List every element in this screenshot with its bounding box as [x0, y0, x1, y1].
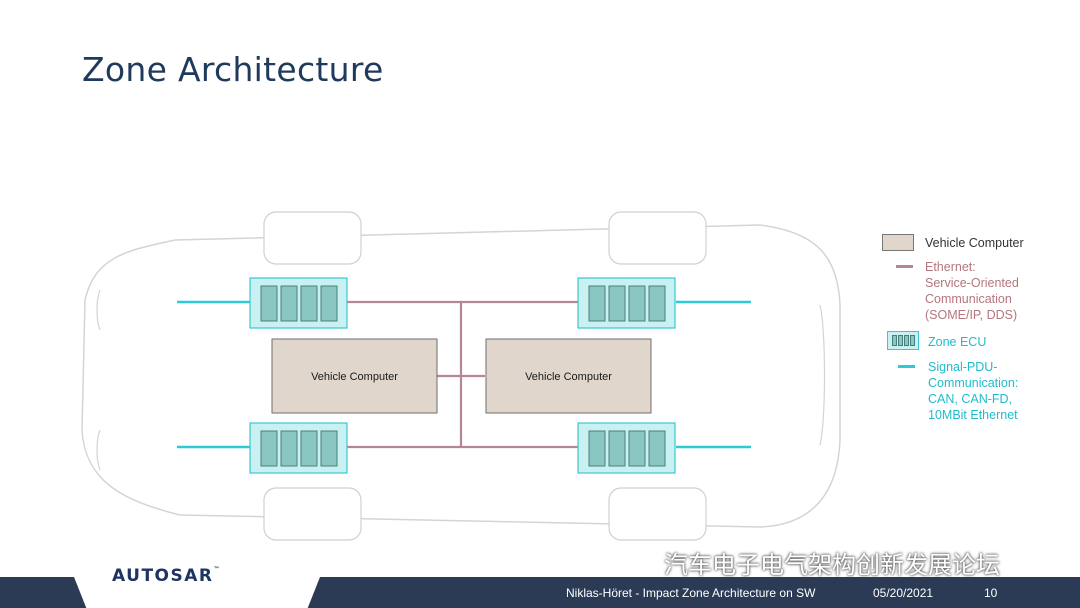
legend-signal-line-3: CAN, CAN-FD, — [928, 392, 1013, 406]
legend-ethernet-line-2: Service-Oriented — [925, 276, 1019, 290]
legend-ethernet-line — [896, 265, 913, 268]
vehicle-computer-left-label: Vehicle Computer — [311, 371, 398, 383]
ethernet-lines — [347, 300, 578, 449]
watermark-text: 汽车电子电气架构创新发展论坛 — [664, 551, 1000, 579]
legend-signal-text: Signal-PDU- Communication: CAN, CAN-FD, … — [928, 359, 1018, 423]
legend-zone-ecu-swatch — [887, 331, 919, 350]
legend-vehicle-computer-label: Vehicle Computer — [925, 236, 1024, 250]
wheel-rear-right — [608, 487, 707, 541]
vehicle-computer-right-label: Vehicle Computer — [525, 371, 612, 383]
legend-signal-line-2: Communication: — [928, 376, 1019, 390]
legend-signal-line-1: Signal-PDU- — [928, 360, 998, 374]
legend-ethernet-line-1: Ethernet: — [925, 260, 976, 274]
car-body-outline — [81, 224, 841, 528]
wheel-front-left — [263, 211, 362, 265]
signal-lines — [177, 300, 751, 449]
legend-signal-line — [898, 365, 915, 368]
zone-ecu-rear-right — [577, 422, 676, 474]
footer-page-number: 10 — [984, 586, 998, 600]
wheel-rear-left — [263, 487, 362, 541]
zone-ecu-front-left — [249, 277, 348, 329]
legend-ethernet-text: Ethernet: Service-Oriented Communication… — [925, 259, 1019, 323]
legend-vehicle-computer-swatch — [882, 234, 914, 251]
wheel-front-right — [608, 211, 707, 265]
vehicle-computer-left-box — [271, 338, 438, 414]
wechat-icon — [617, 552, 651, 573]
slide-title: Zone Architecture — [82, 50, 384, 89]
legend-zone-ecu-label: Zone ECU — [928, 335, 987, 349]
legend-ethernet-line-4: (SOME/IP, DDS) — [925, 308, 1018, 322]
legend-ethernet-line-3: Communication — [925, 292, 1012, 306]
zone-ecu-front-right — [577, 277, 676, 329]
legend-signal-line-4: 10MBit Ethernet — [928, 408, 1018, 422]
zone-ecu-rear-left — [249, 422, 348, 474]
footer-author-talk: Niklas-Höret - Impact Zone Architecture … — [566, 586, 816, 600]
autosar-logo-text: AUTOSAR — [112, 566, 214, 586]
vehicle-computer-right-box — [485, 338, 652, 414]
footer-date: 05/20/2021 — [873, 586, 934, 600]
footer-logo-tab — [74, 577, 320, 608]
autosar-logo: AUTOSAR™ — [112, 566, 220, 586]
